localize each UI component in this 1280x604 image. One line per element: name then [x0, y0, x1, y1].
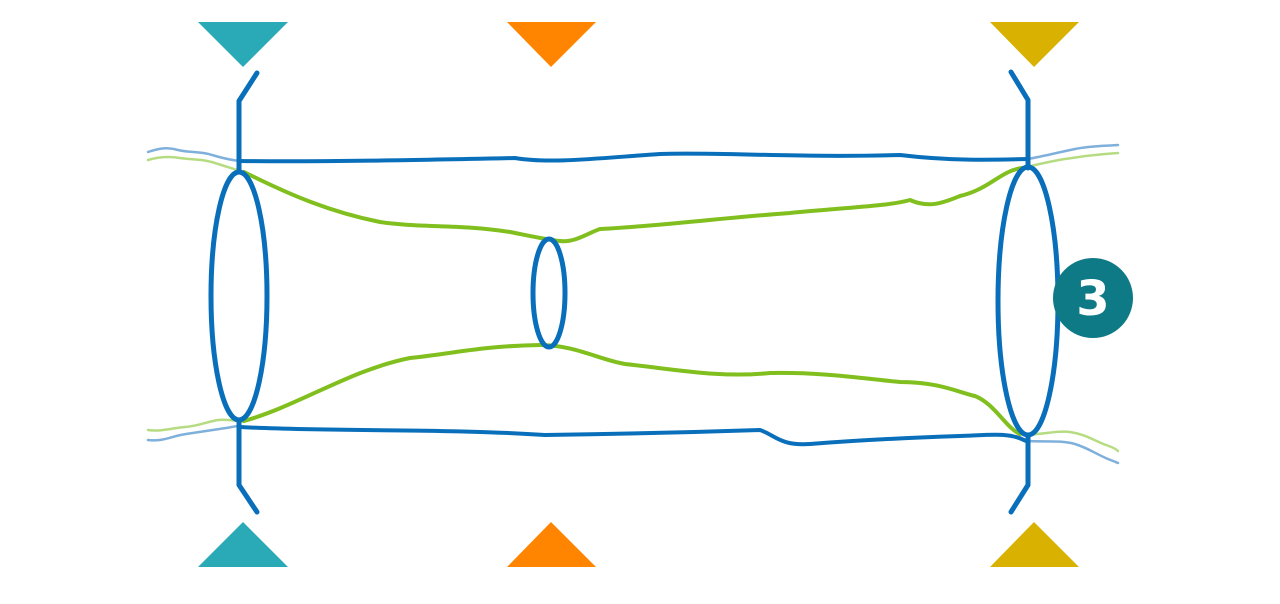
marker-top-center [507, 22, 596, 67]
marker-top-left [198, 22, 288, 67]
outer-light-green-line-top-right [1020, 151, 1120, 170]
outer-light-blue-line-bottom-left [146, 424, 242, 442]
badge-label: 3 [1076, 271, 1109, 327]
marker-top-right [990, 22, 1079, 67]
badge-circle [1053, 258, 1133, 338]
right-element-frame-top [1008, 69, 1031, 171]
center-lens [530, 236, 568, 350]
outer-light-blue-line-top-right [1026, 143, 1120, 161]
outer-light-green-line-bottom-left [146, 418, 246, 432]
right-element-frame-bottom [1008, 433, 1031, 515]
left-element-frame-top [236, 70, 260, 175]
outer-light-blue-line-top-left [146, 147, 242, 163]
marker-bottom-center [507, 522, 596, 567]
blue-envelope-top [238, 151, 1030, 164]
green-beam-bottom [242, 343, 1022, 436]
outer-light-blue-line-bottom-right [1024, 439, 1120, 465]
outer-light-green-line-bottom-right [1018, 430, 1120, 453]
marker-bottom-left [198, 522, 288, 567]
blue-envelope-bottom [238, 425, 1028, 447]
green-beam-top [242, 166, 1024, 244]
outer-light-green-line-top-left [146, 155, 246, 174]
left-lens [208, 169, 270, 423]
marker-bottom-right [990, 522, 1079, 567]
right-lens [995, 164, 1061, 438]
number-badge: 3 [1053, 258, 1133, 338]
left-element-frame-bottom [236, 417, 260, 515]
